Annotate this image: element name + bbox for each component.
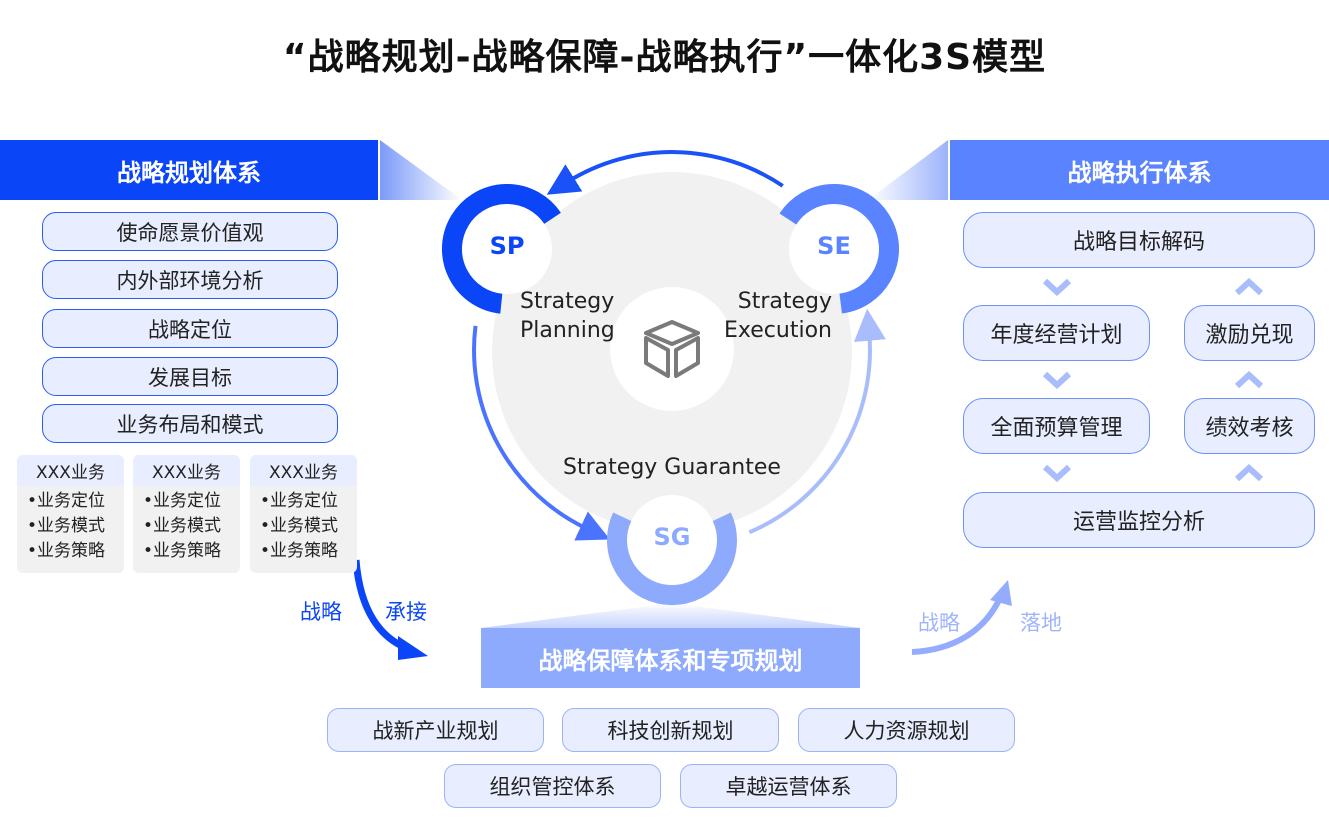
business-point: •业务策略 [260,541,339,561]
planning-item[interactable]: 业务布局和模式 [42,404,338,443]
decode-box[interactable]: 战略目标解码 [963,212,1315,268]
chevron-up-icon [1234,278,1264,296]
budget-box[interactable]: 全面预算管理 [963,398,1150,454]
label-line: Strategy [520,289,615,314]
label-line: Execution [724,318,832,343]
planning-header: 战略规划体系 [0,140,378,200]
business-card: XXX业务 •业务定位 •业务模式 •业务策略 [133,455,240,573]
bottom-connector [481,603,860,628]
monitoring-box[interactable]: 运营监控分析 [963,492,1315,548]
arrow-se-to-sp [546,150,784,195]
inherit-text-2: 承接 [385,600,427,624]
left-connector [380,140,462,200]
business-point: •业务策略 [27,541,106,561]
strategy-execution-label: Strategy Execution [700,287,832,345]
guarantee-item[interactable]: 卓越运营体系 [680,764,897,808]
inherit-text-1: 战略 [300,600,342,624]
sp-ring [441,184,561,314]
label-line: Strategy [737,289,832,314]
page-title: “战略规划-战略保障-战略执行”一体化3S模型 [282,37,1047,78]
business-point: •业务策略 [143,541,222,561]
business-card: XXX业务 •业务定位 •业务模式 •业务策略 [250,455,357,573]
landing-text-1: 战略 [918,611,960,635]
chevron-down-icon [1042,464,1072,482]
planning-item[interactable]: 内外部环境分析 [42,260,338,299]
guarantee-item[interactable]: 人力资源规划 [798,708,1015,752]
landing-text-2: 落地 [1020,611,1062,635]
planning-item[interactable]: 战略定位 [42,309,338,348]
planning-item[interactable]: 使命愿景价值观 [42,212,338,251]
chevron-up-icon [1234,371,1264,389]
business-point: •业务定位 [260,491,339,511]
business-card: XXX业务 •业务定位 •业务模式 •业务策略 [17,455,124,573]
sg-ring [607,512,737,606]
guarantee-item[interactable]: 组织管控体系 [444,764,661,808]
guarantee-header: 战略保障体系和专项规划 [481,628,860,688]
se-ring [779,184,899,314]
annual-plan-box[interactable]: 年度经营计划 [963,305,1150,361]
execution-header: 战略执行体系 [950,140,1329,200]
strategy-planning-label: Strategy Planning [520,287,630,345]
planning-item[interactable]: 发展目标 [42,357,338,396]
performance-box[interactable]: 绩效考核 [1184,398,1315,454]
arrow-sg-to-se [748,308,886,535]
business-name: XXX业务 [17,455,124,486]
sg-label: SG [653,523,691,551]
guarantee-item[interactable]: 战新产业规划 [327,708,544,752]
chevron-down-icon [1042,278,1072,296]
arrow-sp-to-sg [472,325,611,541]
business-point: •业务模式 [27,516,106,536]
se-label: SE [817,232,851,260]
business-point: •业务定位 [27,491,106,511]
business-point: •业务模式 [143,516,222,536]
strategy-guarantee-label: Strategy Guarantee [563,455,781,480]
landing-arrow [911,596,1003,655]
cube-icon [644,320,700,378]
right-connector [868,140,948,200]
business-point: •业务模式 [260,516,339,536]
guarantee-item[interactable]: 科技创新规划 [562,708,779,752]
business-point: •业务定位 [143,491,222,511]
business-name: XXX业务 [250,455,357,486]
incentive-box[interactable]: 激励兑现 [1184,305,1315,361]
center-circle [610,287,734,411]
chevron-down-icon [1042,371,1072,389]
chevron-up-icon [1234,464,1264,482]
business-name: XXX业务 [133,455,240,486]
label-line: Planning [520,318,615,343]
sp-label: SP [489,232,525,260]
